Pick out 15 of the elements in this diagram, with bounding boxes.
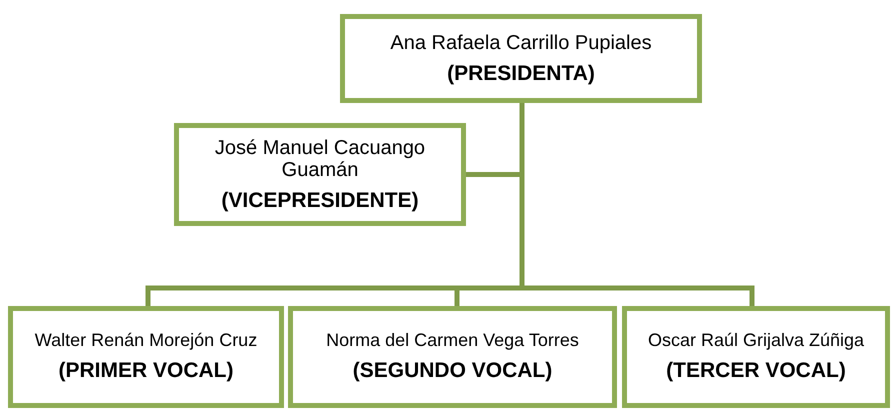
role-title: (SEGUNDO VOCAL) xyxy=(352,358,552,383)
org-box xyxy=(8,306,284,408)
person-name: Norma del Carmen Vega Torres xyxy=(326,331,579,351)
role-title: (PRESIDENTA) xyxy=(447,62,595,86)
person-name: Walter Renán Morejón Cruz xyxy=(34,331,258,351)
person-name: Oscar Raúl Grijalva Zúñiga xyxy=(648,331,864,351)
org-box xyxy=(340,14,702,103)
person-name: José Manuel Cacuango Guamán xyxy=(214,136,426,180)
org-box xyxy=(174,123,466,226)
org-box xyxy=(288,306,617,408)
role-title: (VICEPRESIDENTE) xyxy=(221,188,419,212)
role-title: (PRIMER VOCAL) xyxy=(58,358,234,383)
role-title: (TERCER VOCAL) xyxy=(666,358,846,383)
person-name: Ana Rafaela Carrillo Pupiales xyxy=(390,32,652,54)
org-box xyxy=(622,306,890,408)
